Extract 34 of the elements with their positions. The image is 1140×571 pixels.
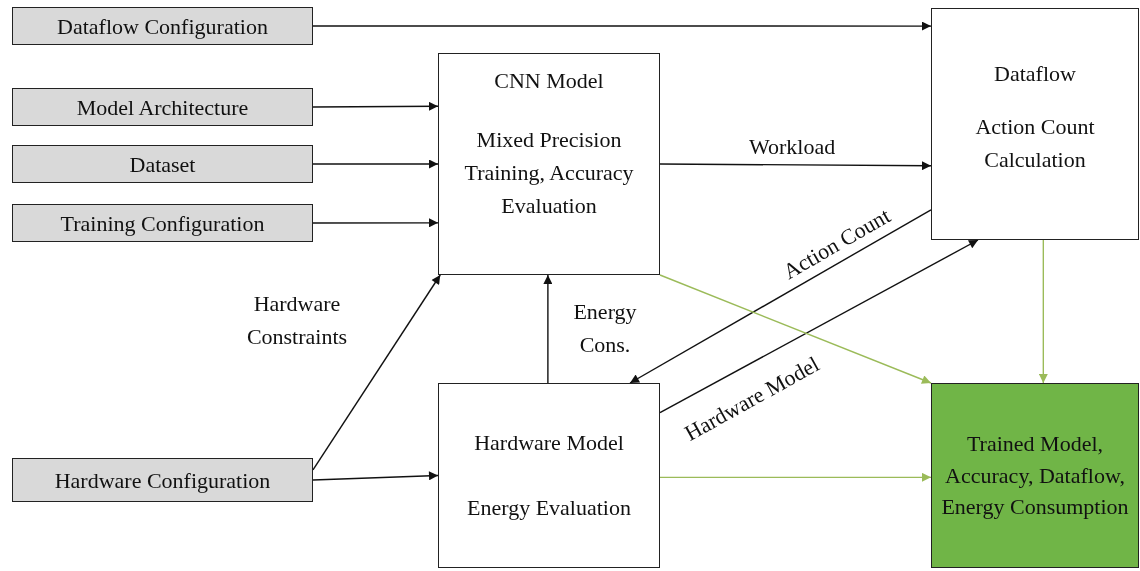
arrow bbox=[312, 21, 932, 31]
input-box bbox=[12, 88, 313, 126]
arrow bbox=[659, 161, 932, 171]
input-box bbox=[12, 7, 313, 45]
box-text: Action Count Calculation bbox=[974, 113, 1096, 174]
box-text: Trained Model, Accuracy, Dataflow, Energy Consumption bbox=[940, 429, 1130, 522]
box-text: Hardware Configuration bbox=[54, 466, 271, 495]
input-box bbox=[12, 145, 313, 183]
arrow bbox=[659, 274, 932, 384]
input-box bbox=[12, 458, 313, 502]
arrow bbox=[659, 239, 979, 414]
arrow bbox=[629, 209, 932, 384]
process-box bbox=[931, 8, 1139, 240]
arrow bbox=[312, 101, 439, 111]
output-box bbox=[931, 383, 1139, 568]
arrow bbox=[312, 218, 439, 228]
arrow bbox=[312, 274, 441, 471]
box-text: Training Configuration bbox=[60, 209, 265, 238]
arrow bbox=[1038, 239, 1048, 384]
arrow bbox=[543, 274, 553, 384]
box-heading: CNN Model bbox=[494, 67, 604, 95]
process-box bbox=[438, 53, 660, 275]
box-heading: Dataflow bbox=[994, 60, 1076, 88]
box-text: Dataset bbox=[129, 150, 196, 179]
box-text: Dataflow Configuration bbox=[57, 12, 268, 41]
arrow bbox=[659, 472, 932, 482]
process-box bbox=[438, 383, 660, 568]
box-text: Mixed Precision Training, Accuracy Evaluation bbox=[463, 126, 635, 220]
input-box bbox=[12, 204, 313, 242]
arrow bbox=[312, 471, 439, 481]
box-heading: Hardware Model bbox=[474, 429, 624, 457]
box-text: Model Architecture bbox=[76, 93, 249, 122]
box-text: Energy Evaluation bbox=[467, 494, 631, 522]
arrow bbox=[312, 159, 439, 169]
